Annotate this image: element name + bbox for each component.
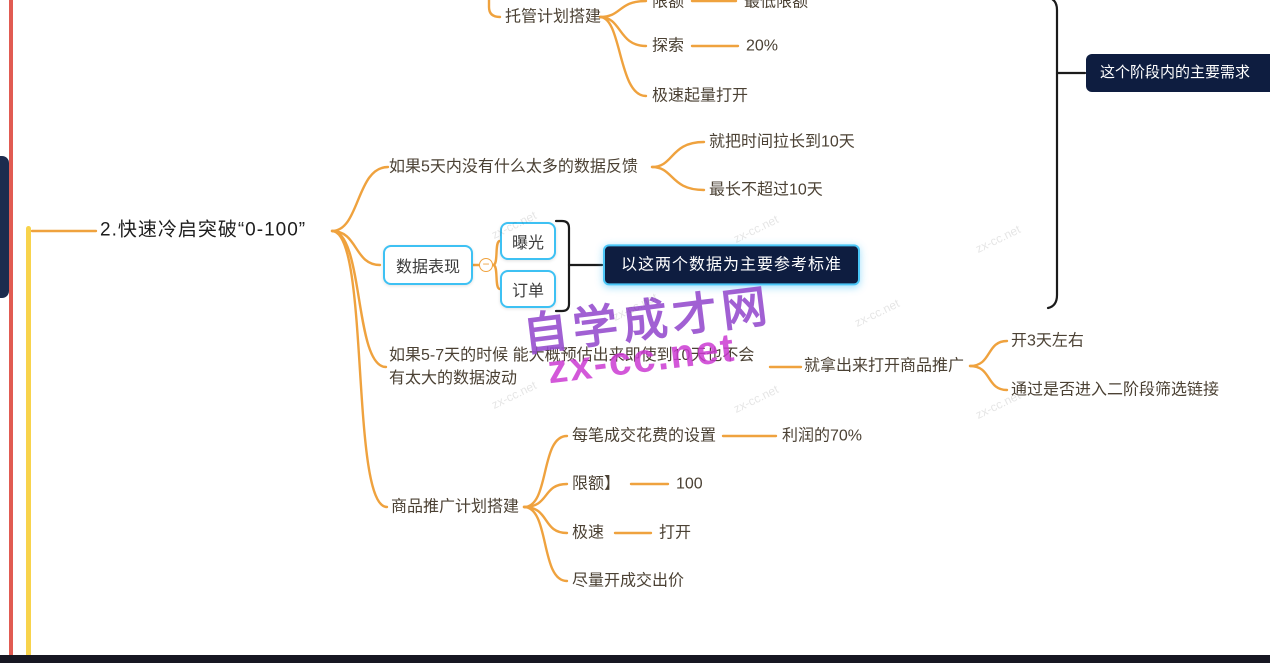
node-open-3days[interactable]: 开3天左右 — [1011, 332, 1084, 350]
node-stage2-filter[interactable]: 通过是否进入二阶段筛选链接 — [1011, 381, 1220, 399]
node-quota[interactable]: 限额 — [652, 0, 685, 11]
summary-reference-standard[interactable]: 以这两个数据为主要参考标准 — [603, 244, 861, 286]
main-topic[interactable]: 2.快速冷启突破“0-100” — [100, 219, 307, 241]
node-hosting-plan[interactable]: 托管计划搭建 — [505, 8, 602, 26]
node-data-performance[interactable]: 数据表现 — [383, 245, 474, 285]
node-explore-percent[interactable]: 20% — [746, 37, 779, 55]
node-quota-min[interactable]: 最低限额 — [744, 0, 809, 11]
node-speed-value[interactable]: 打开 — [659, 524, 692, 542]
branch-line-red — [9, 0, 13, 663]
note-stage-requirement[interactable]: 这个阶段内的主要需求 — [1086, 54, 1270, 92]
node-explore[interactable]: 探索 — [652, 37, 685, 55]
node-quota-2[interactable]: 限额】 — [572, 475, 621, 493]
bottom-bar — [0, 655, 1270, 663]
collapse-toggle-button[interactable]: − — [479, 258, 493, 272]
node-deal-bid[interactable]: 尽量开成交出价 — [572, 572, 685, 590]
collapsed-parent-node[interactable] — [0, 156, 9, 298]
node-5-7day-estimate[interactable]: 如果5-7天的时候 能大概预估出来即使到10天也不会有太大的数据波动 — [389, 347, 755, 387]
node-max-10days[interactable]: 最长不超过10天 — [709, 181, 823, 199]
node-speed[interactable]: 极速 — [572, 524, 605, 542]
node-cost-per-deal[interactable]: 每笔成交花费的设置 — [572, 427, 717, 445]
node-5day-feedback[interactable]: 如果5天内没有什么太多的数据反馈 — [389, 158, 638, 176]
node-cost-per-deal-value[interactable]: 利润的70% — [782, 427, 863, 445]
node-open-product-promo[interactable]: 就拿出来打开商品推广 — [804, 357, 965, 375]
node-extend-to-10days[interactable]: 就把时间拉长到10天 — [709, 133, 855, 151]
node-exposure[interactable]: 曝光 — [500, 222, 557, 260]
node-speed-launch-open[interactable]: 极速起量打开 — [652, 87, 749, 105]
node-quota-2-value[interactable]: 100 — [676, 475, 703, 493]
node-product-promo-plan[interactable]: 商品推广计划搭建 — [391, 498, 520, 516]
branch-line-yellow — [26, 226, 31, 663]
node-order[interactable]: 订单 — [500, 270, 557, 308]
